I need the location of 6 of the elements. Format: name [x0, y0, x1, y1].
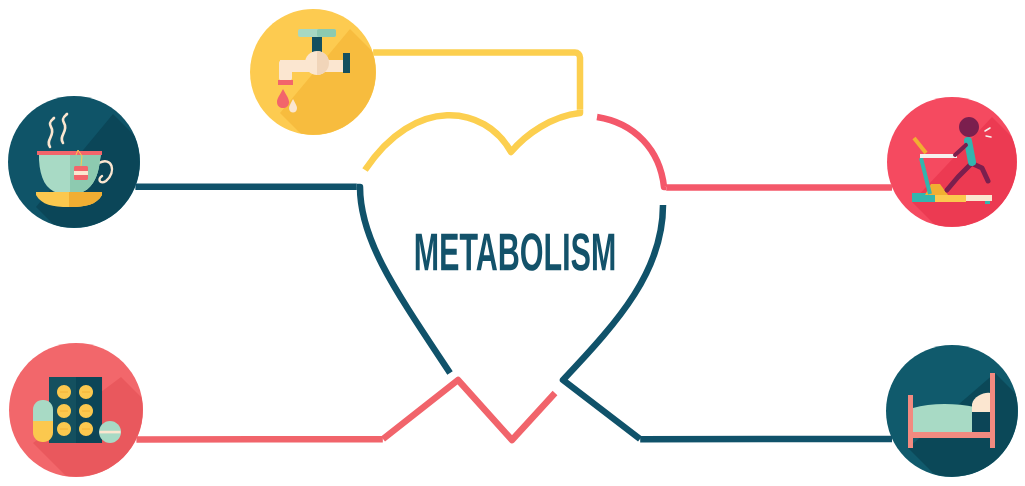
bed-icon — [886, 345, 1018, 477]
pill-pack-icon — [9, 343, 143, 477]
heart-label: METABOLISM — [415, 233, 615, 271]
faucet-icon — [250, 9, 376, 135]
treadmill-icon — [887, 97, 1017, 227]
teacup-icon — [8, 96, 140, 228]
